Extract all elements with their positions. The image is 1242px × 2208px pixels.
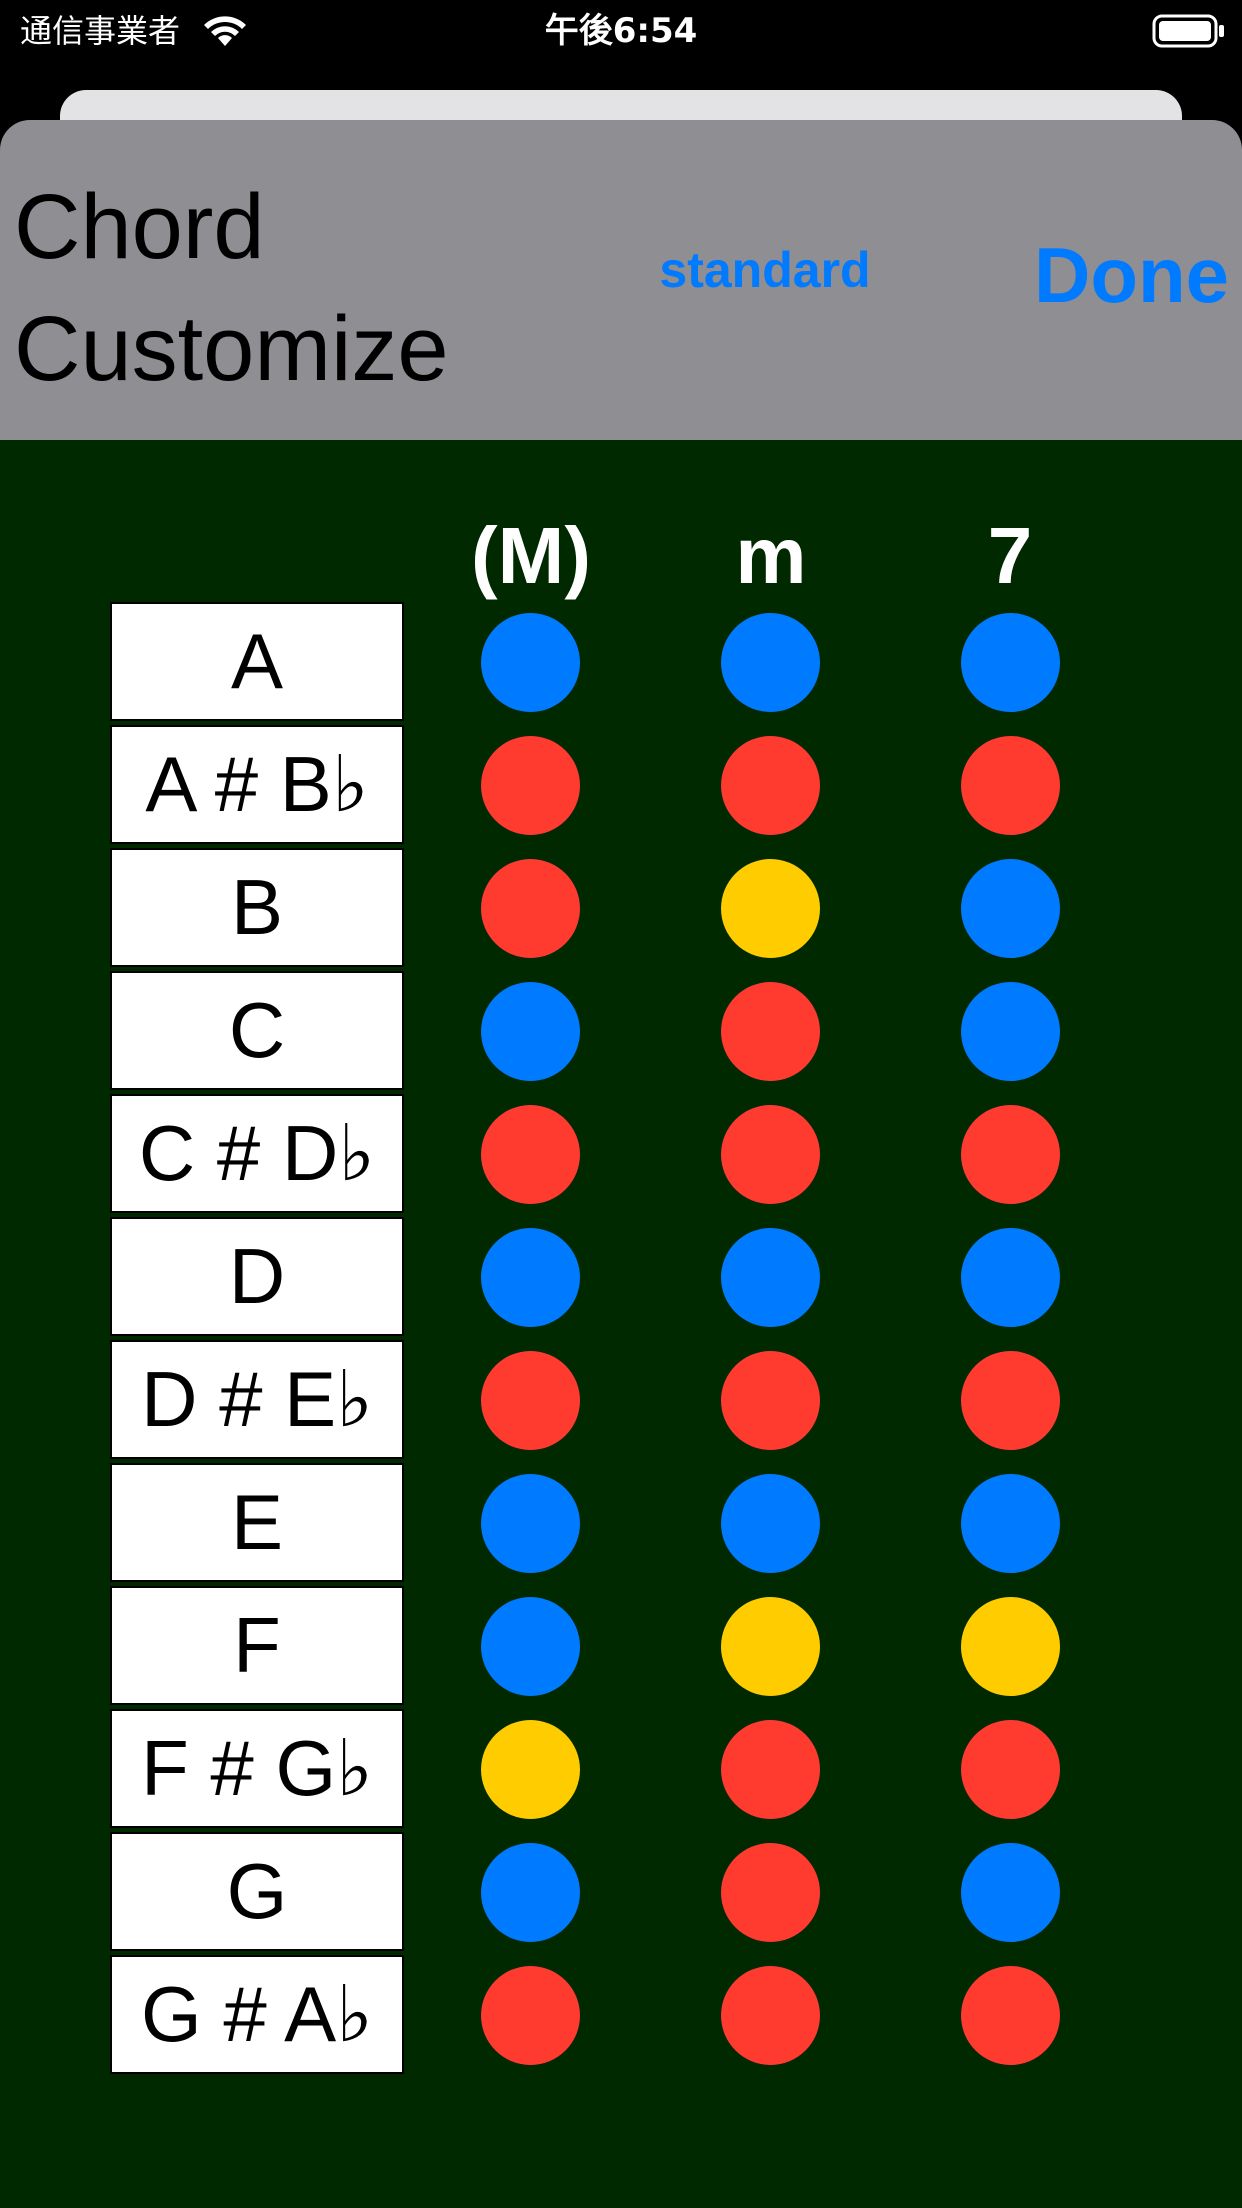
note-cell[interactable]: D (110, 1217, 404, 1336)
note-cell[interactable]: D # E♭ (110, 1340, 404, 1459)
note-cell[interactable]: C (110, 971, 404, 1090)
chord-row: G # A♭ (110, 1955, 1110, 2078)
chord-row: G (110, 1832, 1110, 1955)
chord-toggle-seventh[interactable] (961, 736, 1060, 835)
chord-toggle-seventh[interactable] (961, 1843, 1060, 1942)
sheet-header: Chord Customize standard Done (0, 120, 1242, 440)
chord-toggle-minor[interactable] (721, 859, 820, 958)
chord-toggle-minor[interactable] (721, 1351, 820, 1450)
chord-toggle-minor[interactable] (721, 613, 820, 712)
battery-icon (1152, 14, 1224, 48)
chord-toggle-major[interactable] (481, 613, 580, 712)
chord-row: D (110, 1217, 1110, 1340)
note-cell[interactable]: F (110, 1586, 404, 1705)
column-header-major: (M) (471, 511, 591, 600)
chord-row: C (110, 971, 1110, 1094)
chord-toggle-seventh[interactable] (961, 1351, 1060, 1450)
chord-row: B (110, 848, 1110, 971)
chord-toggle-minor[interactable] (721, 1966, 820, 2065)
status-bar: 通信事業者 午後6:54 (0, 0, 1242, 62)
chord-toggle-major[interactable] (481, 859, 580, 958)
note-cell[interactable]: A # B♭ (110, 725, 404, 844)
note-cell[interactable]: E (110, 1463, 404, 1582)
standard-button[interactable]: standard (659, 242, 871, 298)
note-cell[interactable]: A (110, 602, 404, 721)
chord-toggle-minor[interactable] (721, 736, 820, 835)
chord-toggle-minor[interactable] (721, 1597, 820, 1696)
chord-toggle-major[interactable] (481, 1228, 580, 1327)
chord-row: D # E♭ (110, 1340, 1110, 1463)
chord-row: E (110, 1463, 1110, 1586)
chord-toggle-major[interactable] (481, 1474, 580, 1573)
column-header-minor: m (735, 511, 807, 600)
chord-toggle-seventh[interactable] (961, 1228, 1060, 1327)
note-cell[interactable]: G # A♭ (110, 1955, 404, 2074)
chord-toggle-seventh[interactable] (961, 1966, 1060, 2065)
chord-toggle-minor[interactable] (721, 1843, 820, 1942)
chord-toggle-minor[interactable] (721, 1474, 820, 1573)
chord-toggle-major[interactable] (481, 736, 580, 835)
chord-toggle-major[interactable] (481, 1966, 580, 2065)
clock: 午後6:54 (544, 11, 698, 51)
chord-toggle-minor[interactable] (721, 1105, 820, 1204)
chord-toggle-major[interactable] (481, 1597, 580, 1696)
chord-row: A (110, 602, 1110, 725)
note-cell[interactable]: G (110, 1832, 404, 1951)
wifi-icon (204, 16, 246, 46)
chord-row: F (110, 1586, 1110, 1709)
chord-toggle-major[interactable] (481, 1843, 580, 1942)
chord-toggle-major[interactable] (481, 982, 580, 1081)
carrier-label: 通信事業者 (20, 12, 181, 50)
note-cell[interactable]: B (110, 848, 404, 967)
chord-toggle-minor[interactable] (721, 1228, 820, 1327)
note-cell[interactable]: C # D♭ (110, 1094, 404, 1213)
title-line-chord: Chord (14, 176, 265, 278)
chord-toggle-seventh[interactable] (961, 1720, 1060, 1819)
chord-toggle-seventh[interactable] (961, 1474, 1060, 1573)
done-button[interactable]: Done (1034, 231, 1229, 319)
chord-toggle-major[interactable] (481, 1351, 580, 1450)
page-title: Chord Customize (14, 166, 534, 410)
column-header-seventh: 7 (987, 511, 1033, 600)
chord-toggle-seventh[interactable] (961, 982, 1060, 1081)
chord-toggle-minor[interactable] (721, 982, 820, 1081)
chord-toggle-seventh[interactable] (961, 1597, 1060, 1696)
chord-toggle-seventh[interactable] (961, 1105, 1060, 1204)
chord-toggle-seventh[interactable] (961, 613, 1060, 712)
title-line-customize: Customize (14, 298, 449, 400)
chord-toggle-seventh[interactable] (961, 859, 1060, 958)
chord-row: F # G♭ (110, 1709, 1110, 1832)
chord-row: C # D♭ (110, 1094, 1110, 1217)
chord-toggle-major[interactable] (481, 1720, 580, 1819)
note-cell[interactable]: F # G♭ (110, 1709, 404, 1828)
chord-toggle-minor[interactable] (721, 1720, 820, 1819)
chord-row: A # B♭ (110, 725, 1110, 848)
chord-toggle-major[interactable] (481, 1105, 580, 1204)
